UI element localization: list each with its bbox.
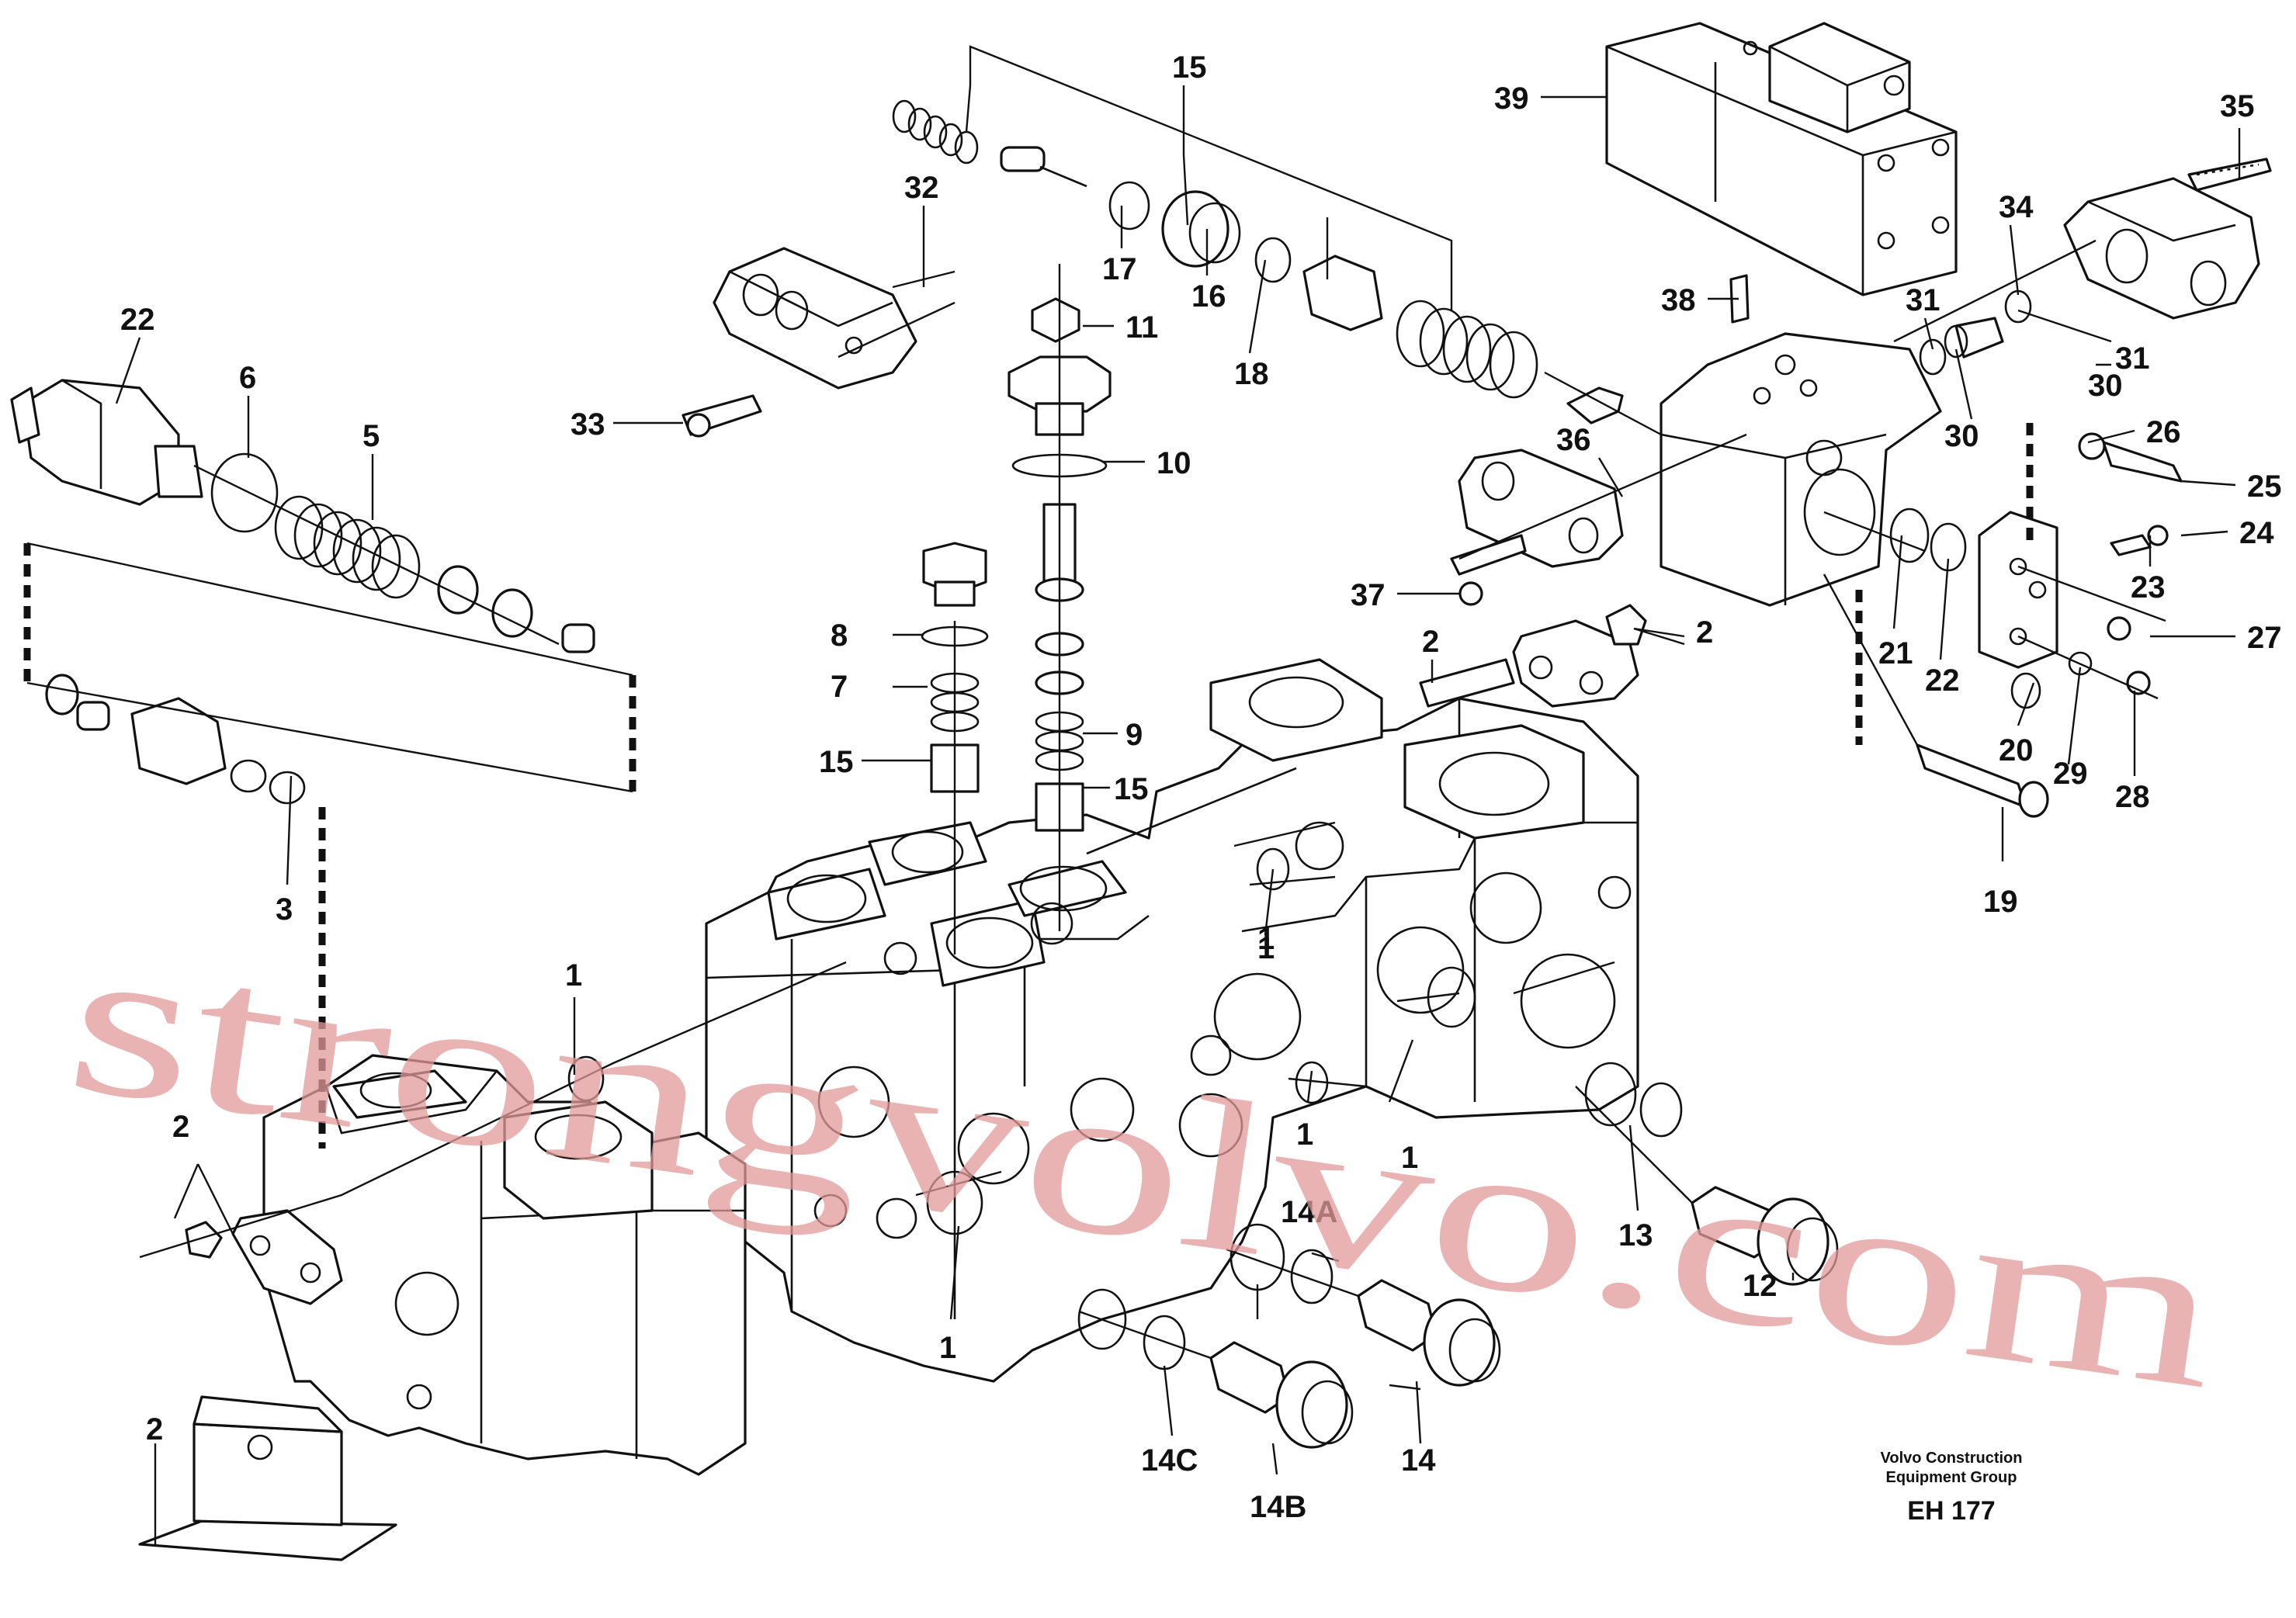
callout-20: 20 bbox=[1999, 733, 2034, 767]
callout-31-left: 31 bbox=[1906, 283, 1941, 317]
callout-22-top: 22 bbox=[120, 303, 155, 337]
assembly-brackets bbox=[23, 423, 2034, 1149]
callout-5: 5 bbox=[362, 419, 380, 453]
callout-labels: 15 39 35 32 17 16 18 34 38 31 31 30 30 2… bbox=[120, 50, 2282, 1524]
callout-1-lower-mid: 1 bbox=[1296, 1117, 1313, 1152]
callout-18: 18 bbox=[1234, 357, 1269, 391]
mounting-bracket bbox=[138, 1395, 397, 1561]
control-valve-body bbox=[705, 658, 1639, 1383]
callout-39: 39 bbox=[1494, 81, 1529, 116]
callout-2-left: 2 bbox=[172, 1110, 189, 1144]
callout-14: 14 bbox=[1401, 1443, 1436, 1478]
callout-28: 28 bbox=[2115, 780, 2150, 814]
callout-38: 38 bbox=[1661, 283, 1696, 317]
callout-30-lower: 30 bbox=[1944, 419, 1979, 453]
callout-36: 36 bbox=[1556, 423, 1591, 457]
valve-end-section bbox=[262, 1054, 747, 1476]
callout-27: 27 bbox=[2247, 621, 2282, 655]
spool-assembly-top bbox=[892, 99, 1538, 399]
callout-2-plate: 2 bbox=[1696, 615, 1713, 650]
callout-11: 11 bbox=[1125, 310, 1158, 345]
callout-1-mid: 1 bbox=[1257, 922, 1275, 956]
callout-25: 25 bbox=[2247, 469, 2282, 504]
callout-3: 3 bbox=[276, 892, 293, 927]
callout-17: 17 bbox=[1102, 252, 1137, 286]
end-cover-plate bbox=[2063, 158, 2272, 320]
callout-10: 10 bbox=[1157, 446, 1191, 480]
pilot-cartridge bbox=[10, 379, 279, 533]
callout-1-upper: 1 bbox=[1257, 931, 1275, 965]
callout-22-right: 22 bbox=[1925, 663, 1960, 698]
callout-37: 37 bbox=[1351, 578, 1386, 612]
callout-35: 35 bbox=[2220, 89, 2255, 123]
drawing-code: EH 177 bbox=[1907, 1496, 1995, 1526]
callout-1-lower-right: 1 bbox=[1401, 1141, 1418, 1175]
center-lines bbox=[139, 45, 2166, 1360]
callout-15-left: 15 bbox=[819, 745, 854, 779]
callout-16: 16 bbox=[1191, 279, 1226, 314]
callout-30-upper: 30 bbox=[2088, 369, 2123, 403]
callout-14B: 14B bbox=[1250, 1490, 1306, 1524]
callout-34: 34 bbox=[1999, 190, 2034, 224]
plugs-and-seals bbox=[567, 847, 1839, 1449]
callout-29: 29 bbox=[2053, 757, 2088, 791]
callout-14A: 14A bbox=[1281, 1195, 1337, 1229]
relief-valve-stack bbox=[921, 297, 1112, 832]
callout-2-tierod: 2 bbox=[1422, 625, 1439, 659]
callout-24: 24 bbox=[2239, 516, 2274, 550]
callout-14C: 14C bbox=[1141, 1443, 1198, 1478]
callout-15: 15 bbox=[1172, 50, 1207, 85]
company-name-line1: Volvo Construction bbox=[1881, 1450, 2023, 1467]
drawing-footer: Volvo Construction Equipment Group EH 17… bbox=[1881, 1450, 2023, 1526]
callout-6: 6 bbox=[239, 361, 256, 395]
callout-1-body: 1 bbox=[565, 958, 582, 993]
company-name-line2: Equipment Group bbox=[1886, 1469, 2017, 1486]
flange-cover bbox=[682, 247, 917, 438]
leader-lines bbox=[115, 85, 2241, 1544]
callout-9: 9 bbox=[1125, 718, 1143, 752]
tie-plate-left bbox=[185, 1209, 343, 1305]
tie-rod bbox=[1086, 604, 1647, 855]
spool-parts-left bbox=[45, 674, 306, 805]
callout-2-bracket: 2 bbox=[146, 1412, 163, 1446]
callout-15-right: 15 bbox=[1114, 772, 1149, 806]
callout-26: 26 bbox=[2146, 415, 2181, 449]
pilot-section-right bbox=[1450, 274, 2183, 818]
solenoid-valve bbox=[1605, 22, 1958, 296]
callout-31-right: 31 bbox=[2115, 341, 2150, 376]
callout-12: 12 bbox=[1743, 1269, 1777, 1303]
callout-32: 32 bbox=[904, 171, 939, 205]
callout-7: 7 bbox=[831, 670, 848, 704]
spring-assembly bbox=[274, 495, 595, 653]
callout-8: 8 bbox=[831, 618, 848, 653]
callout-19: 19 bbox=[1983, 885, 2018, 919]
callout-1-bottom: 1 bbox=[939, 1331, 956, 1365]
callout-21: 21 bbox=[1878, 636, 1913, 670]
callout-23: 23 bbox=[2131, 570, 2166, 605]
callout-13: 13 bbox=[1618, 1218, 1653, 1252]
callout-33: 33 bbox=[571, 407, 605, 442]
